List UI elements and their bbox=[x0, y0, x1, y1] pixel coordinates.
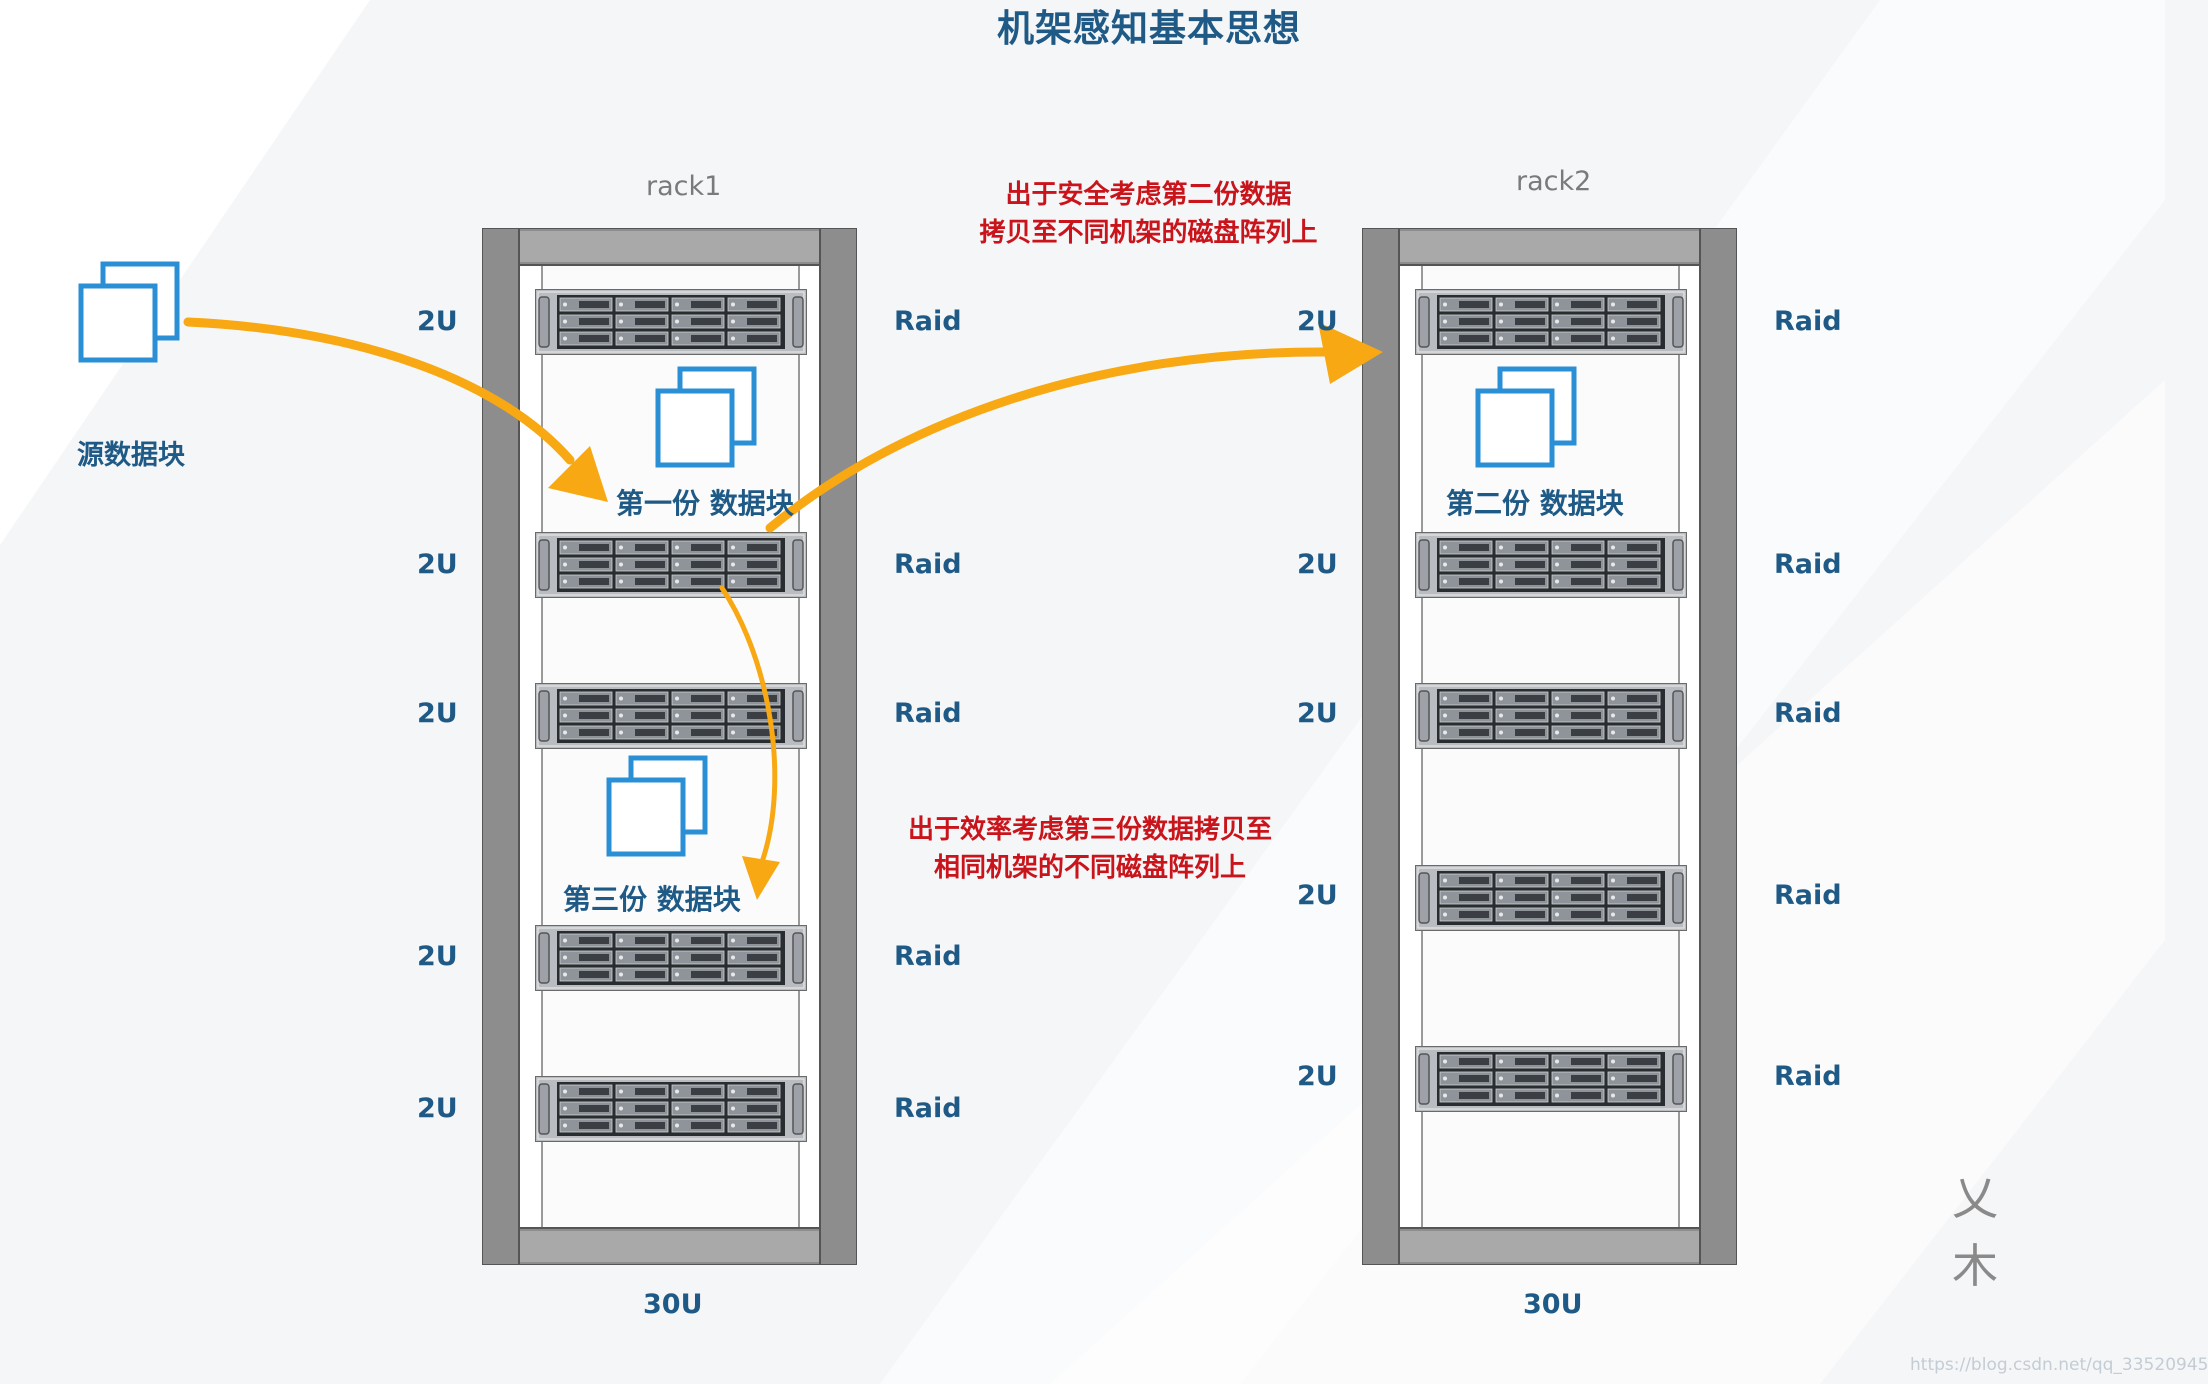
rack1-server-5-raid: Raid bbox=[894, 1093, 962, 1124]
safety-note-line-2: 拷贝至不同机架的磁盘阵列上 bbox=[979, 218, 1318, 248]
rack1-server-1 bbox=[535, 289, 807, 355]
rack2-label: rack2 bbox=[1516, 166, 1592, 197]
rack2-server-5-raid: Raid bbox=[1774, 1061, 1842, 1092]
rack2-server-2-size: 2U bbox=[1297, 549, 1338, 580]
arrow-head-third bbox=[742, 856, 780, 900]
rack2-server-5 bbox=[1415, 1046, 1687, 1112]
arrow-head-second bbox=[1318, 322, 1383, 384]
rack1-server-4 bbox=[535, 925, 807, 991]
rack1-server-3-size: 2U bbox=[417, 698, 458, 729]
source-block-label: 源数据块 bbox=[77, 440, 185, 471]
rack2-capacity: 30U bbox=[1523, 1289, 1583, 1320]
rack1-server-5-size: 2U bbox=[417, 1093, 458, 1124]
efficiency-note-line-1: 出于效率考虑第三份数据拷贝至 bbox=[907, 815, 1272, 845]
second-copy-label: 第二份 数据块 bbox=[1446, 487, 1624, 520]
signature-mark-1: 乂 bbox=[1952, 1171, 1998, 1225]
rack2-server-5-size: 2U bbox=[1297, 1061, 1338, 1092]
rack1-server-1-size: 2U bbox=[417, 306, 458, 337]
arrow-head-first bbox=[548, 446, 608, 502]
replication-arrows bbox=[183, 317, 1383, 900]
rack1-label: rack1 bbox=[646, 171, 722, 202]
third-copy-label: 第三份 数据块 bbox=[563, 883, 741, 916]
arrow-first-to-third bbox=[719, 585, 778, 865]
rack2-server-1 bbox=[1415, 289, 1687, 355]
rack2-server-1-size: 2U bbox=[1297, 306, 1338, 337]
rack2-server-3-size: 2U bbox=[1297, 698, 1338, 729]
source-data-block-icon bbox=[81, 264, 177, 360]
rack2-server-1-raid: Raid bbox=[1774, 306, 1842, 337]
rack2-server-4-raid: Raid bbox=[1774, 880, 1842, 911]
rack1-server-2 bbox=[535, 532, 807, 598]
signature-mark-2: 木 bbox=[1952, 1239, 1998, 1293]
arrow-first-to-second bbox=[765, 347, 1335, 533]
safety-note: 出于安全考虑第二份数据 拷贝至不同机架的磁盘阵列上 bbox=[976, 176, 1321, 252]
first-copy-label: 第一份 数据块 bbox=[616, 487, 794, 520]
rack1-server-2-raid: Raid bbox=[894, 549, 962, 580]
rack2-server-4-size: 2U bbox=[1297, 880, 1338, 911]
rack2-server-2 bbox=[1415, 532, 1687, 598]
rack1-server-4-size: 2U bbox=[417, 941, 458, 972]
safety-note-line-1: 出于安全考虑第二份数据 bbox=[1005, 180, 1292, 210]
rack2-server-3 bbox=[1415, 683, 1687, 749]
rack-1 bbox=[482, 228, 857, 1265]
efficiency-note-line-2: 相同机架的不同磁盘阵列上 bbox=[933, 853, 1246, 883]
watermark-url: https://blog.csdn.net/qq_33520945 bbox=[1910, 1355, 2208, 1375]
rack1-server-5 bbox=[535, 1076, 807, 1142]
page-title: 机架感知基本思想 bbox=[997, 7, 1301, 50]
rack2-server-3-raid: Raid bbox=[1774, 698, 1842, 729]
rack1-server-4-raid: Raid bbox=[894, 941, 962, 972]
rack2-server-2-raid: Raid bbox=[1774, 549, 1842, 580]
arrow-source-to-first bbox=[183, 317, 575, 465]
rack1-server-1-raid: Raid bbox=[894, 306, 962, 337]
efficiency-note: 出于效率考虑第三份数据拷贝至 相同机架的不同磁盘阵列上 bbox=[900, 811, 1280, 887]
rack1-server-3-raid: Raid bbox=[894, 698, 962, 729]
rack1-capacity: 30U bbox=[643, 1289, 703, 1320]
rack1-server-2-size: 2U bbox=[417, 549, 458, 580]
rack2-server-4 bbox=[1415, 865, 1687, 931]
